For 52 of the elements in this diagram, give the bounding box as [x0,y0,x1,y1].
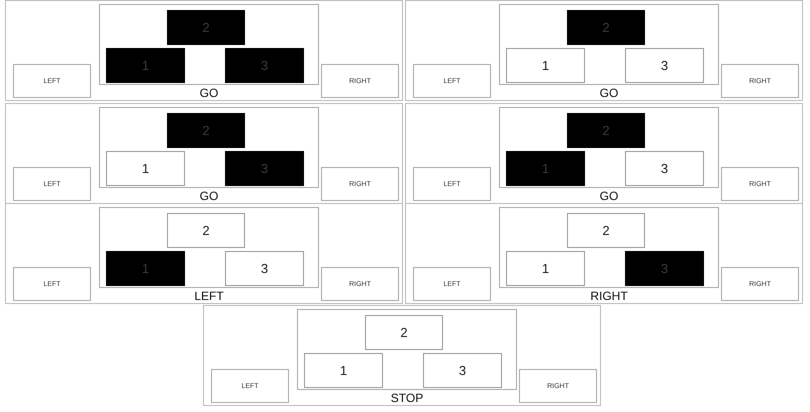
filled-block [106,251,185,286]
number-box: 1 [106,151,185,186]
panel-frame [5,203,403,304]
filled-block [506,151,585,186]
inner-frame [99,107,319,188]
filled-block [567,113,645,148]
state-label: GO [598,190,620,203]
number-box: 3 [423,353,502,388]
inner-frame [499,4,719,85]
state-label: LEFT [193,290,225,303]
state-label: GO [598,87,620,100]
number-box: 3 [625,151,704,186]
block-digit: 1 [142,58,150,73]
block-digit: 2 [602,20,610,35]
state-label: GO [198,190,220,203]
block-digit: 3 [660,261,668,276]
block-digit: 2 [202,123,210,138]
number-box: 3 [225,251,304,286]
block-digit: 3 [260,161,268,176]
panel-frame [5,0,403,101]
state-label: GO [198,87,220,100]
filled-block [167,113,245,148]
inner-frame [297,309,517,390]
inner-frame [499,107,719,188]
filled-block [225,48,304,83]
filled-block [106,48,185,83]
block-digit: 1 [142,261,150,276]
block-digit: 2 [202,20,210,35]
inner-frame [99,4,319,85]
panel-frame [405,0,803,101]
inner-frame [499,207,719,288]
state-label: RIGHT [589,290,629,303]
number-box: 1 [506,251,585,286]
panel-frame [405,103,803,204]
inner-frame [99,207,319,288]
panel-frame [405,203,803,304]
number-box: 2 [167,213,245,248]
filled-block [167,10,245,45]
state-label: STOP [390,392,424,405]
block-digit: 1 [542,161,550,176]
block-digit: 2 [602,123,610,138]
number-box: 1 [506,48,585,83]
panel-frame [5,103,403,204]
number-box: 1 [304,353,383,388]
filled-block [225,151,304,186]
block-digit: 3 [260,58,268,73]
panel-frame [203,305,601,406]
filled-block [567,10,645,45]
filled-block [625,251,704,286]
number-box: 2 [567,213,645,248]
number-box: 3 [625,48,704,83]
number-box: 2 [365,315,443,350]
